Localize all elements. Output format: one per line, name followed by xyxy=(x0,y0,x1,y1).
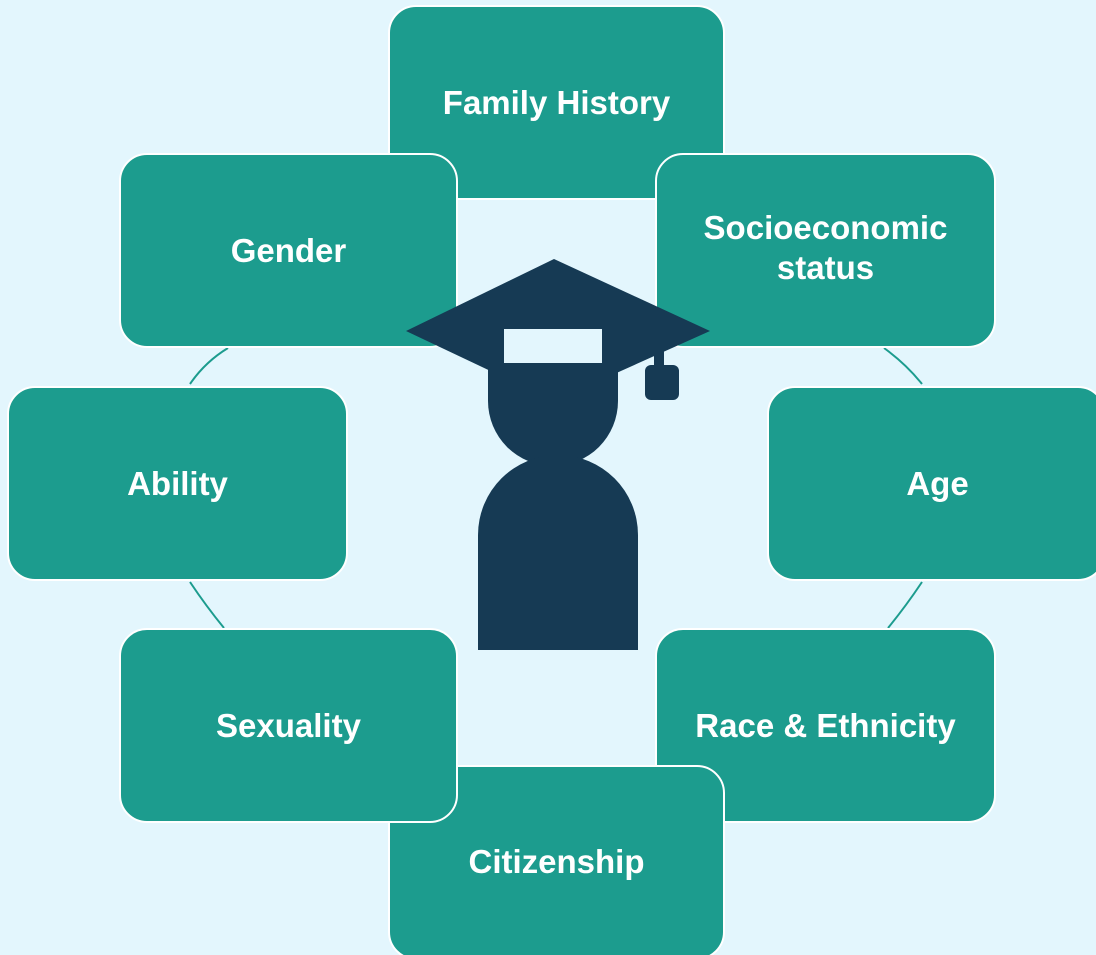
tassel-end-icon xyxy=(645,365,679,400)
cap-band-icon xyxy=(504,329,602,363)
sexuality-label: Sexuality xyxy=(216,706,361,744)
age-label: Age xyxy=(906,464,969,502)
socioeconomic-status-label: Socioeconomic status xyxy=(704,208,948,288)
graduate-student-icon xyxy=(406,259,710,650)
race-ethnicity-label: Race & Ethnicity xyxy=(695,706,956,744)
family-history-label: Family History xyxy=(442,83,671,121)
connector-socio-age xyxy=(883,347,923,385)
connector-gender-ability xyxy=(189,347,229,385)
socioeconomic-status-node: Socioeconomic status xyxy=(655,153,996,348)
gender-node: Gender xyxy=(119,153,458,348)
connector-ability-sexuality xyxy=(189,581,225,629)
family-history-node: Family History xyxy=(388,5,725,200)
ability-label: Ability xyxy=(127,464,228,502)
connector-age-race xyxy=(887,581,923,629)
gender-label: Gender xyxy=(230,231,347,269)
socioeconomic-label-line2: status xyxy=(776,248,875,286)
citizenship-label: Citizenship xyxy=(468,842,645,880)
socioeconomic-label-line1: Socioeconomic xyxy=(703,208,948,246)
tassel-cord-icon xyxy=(654,339,664,369)
ability-node: Ability xyxy=(7,386,348,581)
sexuality-node: Sexuality xyxy=(119,628,458,823)
age-node: Age xyxy=(767,386,1096,581)
student-body-icon xyxy=(478,455,638,650)
